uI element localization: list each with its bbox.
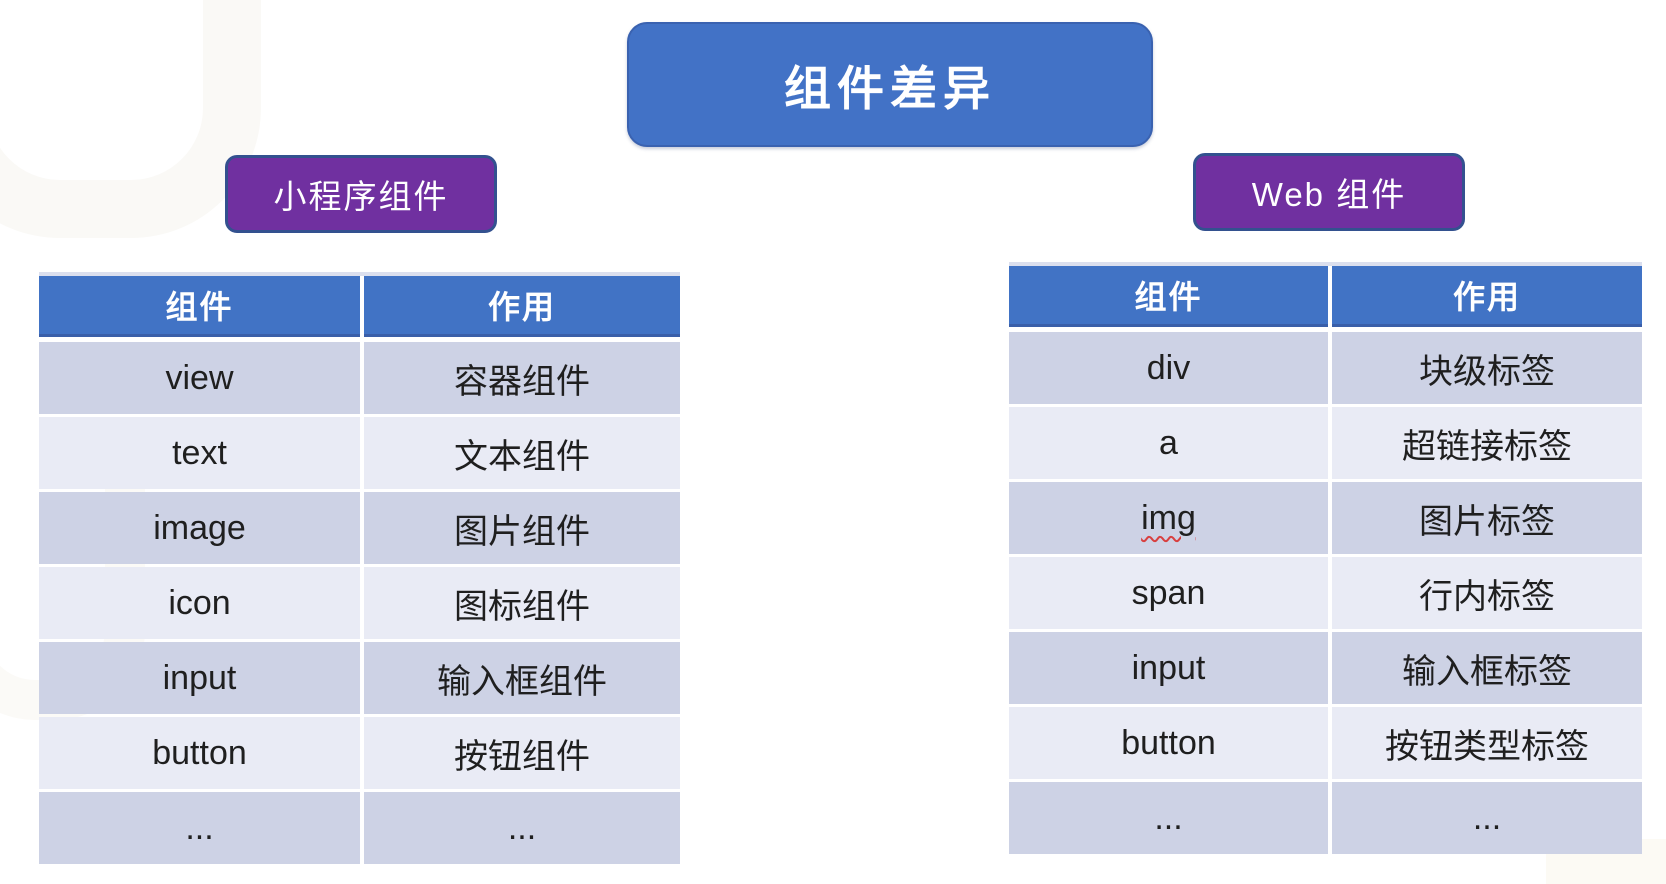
web-components-table: 组件作用 div 块级标签 a 超链接标签 img 图片标签 span 行内标签 input 输入框… <box>1009 262 1642 854</box>
component-cell: icon <box>39 567 360 639</box>
cell-text: ... <box>1154 798 1183 837</box>
table-row: span 行内标签 <box>1009 557 1642 629</box>
cell-text: div <box>1146 348 1191 387</box>
page-title-text: 组件差异 <box>784 62 996 115</box>
label-web-text: Web 组件 <box>1251 176 1407 213</box>
table-row: a 超链接标签 <box>1009 407 1642 479</box>
label-miniprogram-text: 小程序组件 <box>273 178 449 215</box>
purpose-cell: 输入框标签 <box>1332 632 1642 704</box>
cell-text: 输入框组件 <box>437 662 607 701</box>
cell-text: input <box>1131 648 1206 687</box>
purpose-cell: 超链接标签 <box>1332 407 1642 479</box>
table-header-cell: 组件 <box>1009 266 1328 327</box>
component-cell: a <box>1009 407 1328 479</box>
purpose-cell: 按钮类型标签 <box>1332 707 1642 779</box>
table-row: input 输入框组件 <box>39 642 680 714</box>
table-row: button 按钮类型标签 <box>1009 707 1642 779</box>
cell-text: button <box>152 733 247 772</box>
cell-text: text <box>172 433 227 472</box>
purpose-cell: 行内标签 <box>1332 557 1642 629</box>
table-row: view 容器组件 <box>39 342 680 414</box>
component-cell: button <box>1009 707 1328 779</box>
purpose-cell: 图片标签 <box>1332 482 1642 554</box>
watermark-curve-icon <box>0 0 261 238</box>
table-header-row: 组件作用 <box>1009 262 1642 327</box>
purpose-cell: 图标组件 <box>364 567 680 639</box>
cell-text: image <box>153 508 246 547</box>
cell-text: button <box>1121 723 1216 762</box>
table-row: icon 图标组件 <box>39 567 680 639</box>
component-cell: input <box>1009 632 1328 704</box>
purpose-cell: 块级标签 <box>1332 332 1642 404</box>
label-miniprogram-components: 小程序组件 <box>225 155 497 233</box>
component-cell: button <box>39 717 360 789</box>
component-cell: view <box>39 342 360 414</box>
component-cell: ... <box>39 792 360 864</box>
component-cell: span <box>1009 557 1328 629</box>
table-header-row: 组件作用 <box>39 272 680 337</box>
table-header-cell: 组件 <box>39 276 360 337</box>
table-row: input 输入框标签 <box>1009 632 1642 704</box>
cell-text: ... <box>185 808 214 847</box>
cell-text: ... <box>507 808 537 847</box>
cell-text: input <box>162 658 237 697</box>
cell-text: 图片组件 <box>454 512 590 551</box>
cell-text: 图片标签 <box>1419 502 1555 541</box>
cell-text: ... <box>1472 798 1502 837</box>
page-title: 组件差异 <box>627 22 1153 147</box>
component-cell: text <box>39 417 360 489</box>
purpose-cell: 图片组件 <box>364 492 680 564</box>
cell-text: 输入框标签 <box>1402 652 1572 691</box>
miniprogram-components-table: 组件作用 view 容器组件 text 文本组件 image 图片组件 icon 图标组件 inp… <box>39 272 680 864</box>
cell-text: a <box>1159 423 1178 462</box>
cell-text: 行内标签 <box>1419 577 1555 616</box>
component-cell: ... <box>1009 782 1328 854</box>
cell-text: span <box>1131 573 1206 612</box>
purpose-cell: 文本组件 <box>364 417 680 489</box>
cell-text: view <box>165 358 234 397</box>
table-row: ...... <box>39 792 680 864</box>
table-row: image 图片组件 <box>39 492 680 564</box>
component-cell: image <box>39 492 360 564</box>
component-cell: img <box>1009 482 1328 554</box>
cell-text: img <box>1141 498 1196 537</box>
table-row: img 图片标签 <box>1009 482 1642 554</box>
purpose-cell: ... <box>1332 782 1642 854</box>
component-cell: input <box>39 642 360 714</box>
cell-text: 按钮组件 <box>454 737 590 776</box>
purpose-cell: 容器组件 <box>364 342 680 414</box>
cell-text: 容器组件 <box>454 362 590 401</box>
cell-text: 图标组件 <box>454 587 590 626</box>
cell-text: 文本组件 <box>454 437 590 476</box>
cell-text: 块级标签 <box>1419 352 1555 391</box>
component-cell: div <box>1009 332 1328 404</box>
purpose-cell: 输入框组件 <box>364 642 680 714</box>
table-header-cell: 作用 <box>364 276 680 337</box>
cell-text: 超链接标签 <box>1402 427 1572 466</box>
label-web-components: Web 组件 <box>1193 153 1465 231</box>
table-header-cell: 作用 <box>1332 266 1642 327</box>
table-row: button 按钮组件 <box>39 717 680 789</box>
cell-text: 按钮类型标签 <box>1385 727 1589 766</box>
cell-text: icon <box>168 583 231 622</box>
table-row: text 文本组件 <box>39 417 680 489</box>
table-row: ...... <box>1009 782 1642 854</box>
purpose-cell: ... <box>364 792 680 864</box>
table-row: div 块级标签 <box>1009 332 1642 404</box>
purpose-cell: 按钮组件 <box>364 717 680 789</box>
